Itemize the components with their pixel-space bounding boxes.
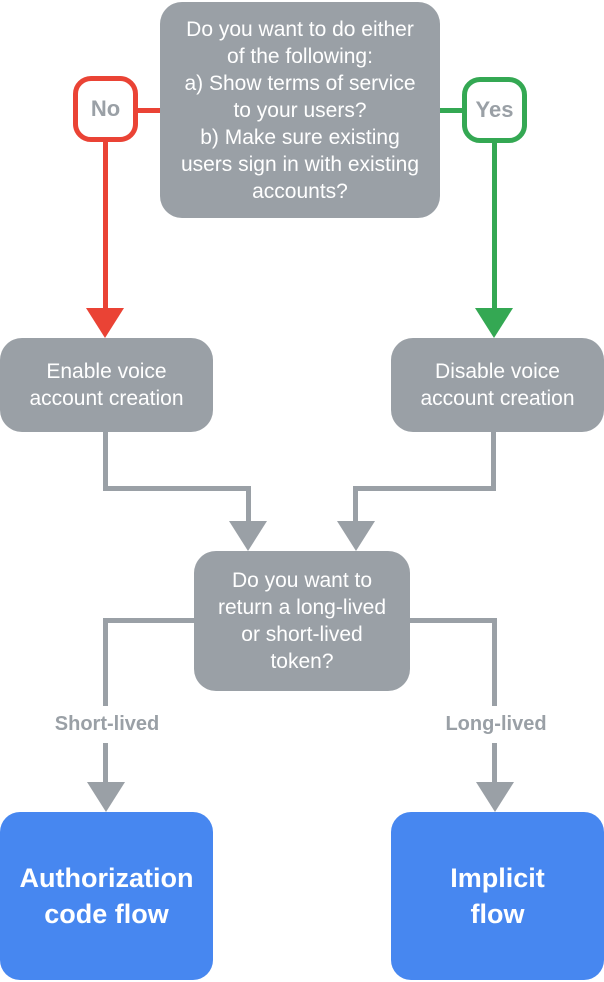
long-lived-edge-label: Long-lived bbox=[411, 706, 581, 743]
disable-to-decision-vertical-line bbox=[491, 432, 496, 489]
disable-voice-account-creation-node: Disable voice account creation bbox=[391, 338, 604, 432]
authorization-code-flow-node: Authorization code flow bbox=[0, 812, 213, 980]
yes-answer-badge: Yes bbox=[462, 77, 527, 143]
no-branch-horizontal-line bbox=[138, 108, 160, 113]
enable-to-decision-drop-line bbox=[246, 486, 251, 524]
enable-to-decision-vertical-line bbox=[103, 432, 108, 489]
decision-node-token-lifetime: Do you want to return a long-lived or sh… bbox=[194, 551, 410, 691]
long-lived-arrowhead-icon bbox=[476, 782, 514, 812]
decision-node-terms-of-service: Do you want to do either of the followin… bbox=[160, 2, 440, 218]
no-branch-arrowhead-icon bbox=[86, 308, 124, 338]
disable-to-decision-drop-line bbox=[353, 486, 358, 524]
no-branch-vertical-line bbox=[103, 140, 108, 310]
short-lived-edge-label: Short-lived bbox=[22, 706, 192, 743]
yes-branch-vertical-line bbox=[492, 141, 497, 310]
long-lived-vertical-line bbox=[492, 618, 497, 786]
no-answer-badge: No bbox=[73, 76, 138, 142]
short-lived-vertical-line bbox=[103, 618, 108, 786]
disable-to-decision-arrowhead-icon bbox=[337, 521, 375, 551]
enable-voice-account-creation-node: Enable voice account creation bbox=[0, 338, 213, 432]
enable-to-decision-horizontal-line bbox=[103, 486, 251, 491]
implicit-flow-node: Implicit flow bbox=[391, 812, 604, 980]
short-lived-arrowhead-icon bbox=[87, 782, 125, 812]
long-lived-horizontal-line bbox=[410, 618, 497, 623]
yes-branch-arrowhead-icon bbox=[475, 308, 513, 338]
short-lived-horizontal-line bbox=[103, 618, 194, 623]
yes-branch-horizontal-line bbox=[440, 108, 462, 113]
enable-to-decision-arrowhead-icon bbox=[229, 521, 267, 551]
disable-to-decision-horizontal-line bbox=[353, 486, 496, 491]
